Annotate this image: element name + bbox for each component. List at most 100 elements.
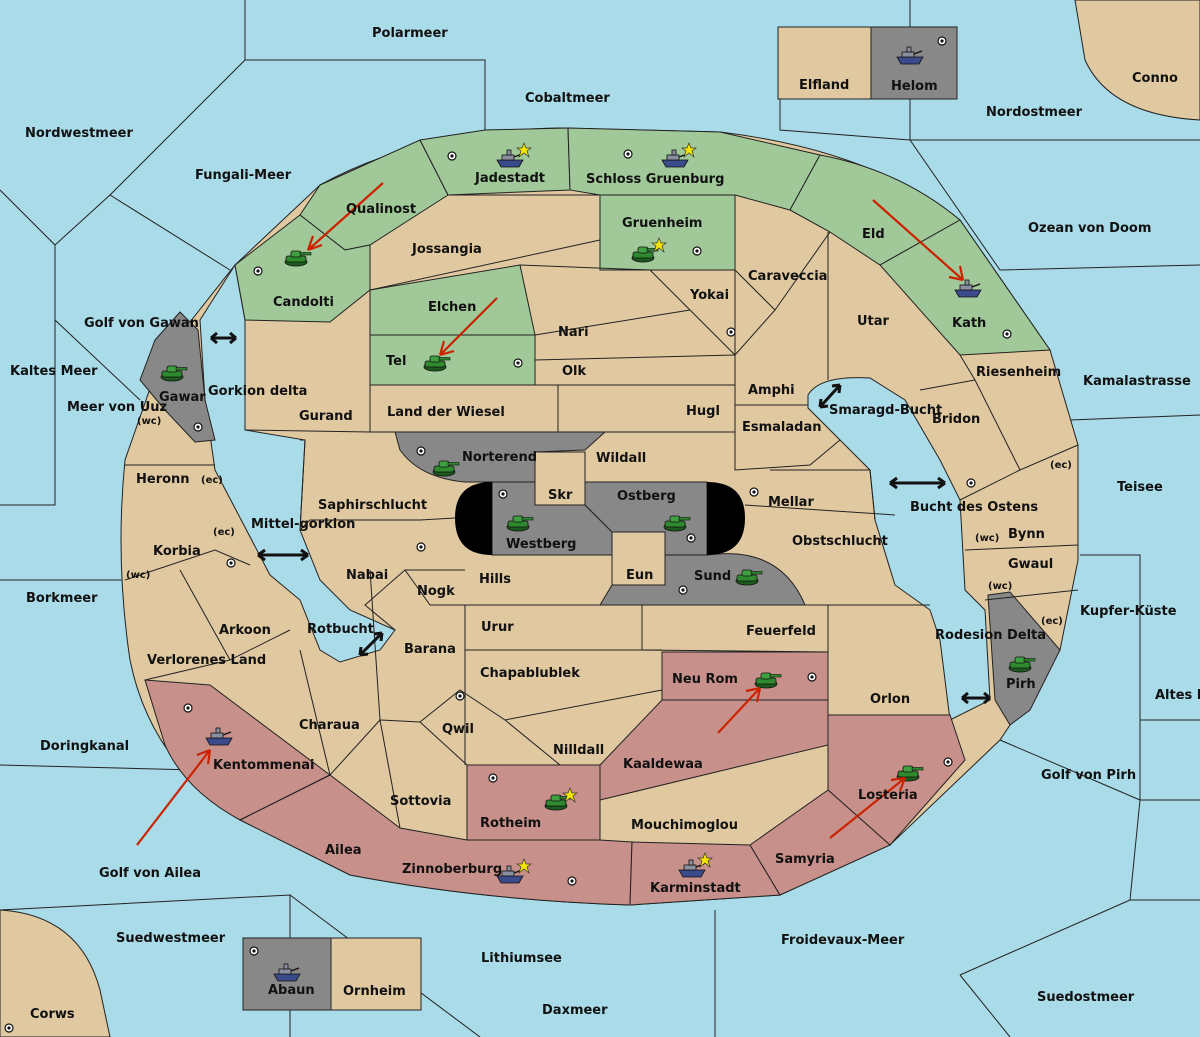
label-mittelgorkion: Mittel-gorkion	[251, 517, 355, 532]
supply-center-icon	[183, 703, 193, 713]
order-arrow	[872, 199, 965, 282]
supply-center-icon	[193, 422, 203, 432]
label-rodesion: Rodesion Delta	[935, 628, 1046, 643]
label-gawar-wc: (wc)	[137, 416, 161, 427]
label-heronn-ec: (ec)	[201, 475, 223, 486]
label-saphir: Saphirschlucht	[318, 498, 427, 513]
label-ostberg: Ostberg	[617, 489, 676, 504]
label-yokai: Yokai	[689, 288, 729, 303]
supply-center-icon	[937, 36, 947, 46]
supply-center-icon	[4, 1023, 14, 1033]
label-bridon: Bridon	[932, 412, 980, 427]
label-meer-uuz: Meer von Uuz	[67, 400, 167, 415]
label-ozean: Ozean von Doom	[1028, 221, 1151, 236]
label-conno: Conno	[1132, 71, 1178, 86]
label-mellar: Mellar	[768, 495, 814, 510]
label-kaltes: Kaltes Meer	[10, 364, 98, 379]
supply-center-icon	[943, 757, 953, 767]
label-riesenheim: Riesenheim	[976, 365, 1061, 380]
label-borkmeer: Borkmeer	[26, 591, 98, 606]
supply-center-icon	[455, 691, 465, 701]
move-orders	[136, 182, 965, 846]
supply-center-icon	[498, 489, 508, 499]
label-kupfer: Kupfer-Küste	[1080, 604, 1177, 619]
label-fungali: Fungali-Meer	[195, 168, 292, 183]
wall-west	[455, 482, 492, 555]
label-caraveccia: Caraveccia	[748, 269, 827, 284]
supply-center-icon	[692, 246, 702, 256]
supply-center-icon	[623, 149, 633, 159]
label-kentommenai: Kentommenai	[213, 758, 314, 773]
label-corws: Corws	[30, 1007, 75, 1022]
label-obst: Obstschlucht	[792, 534, 888, 549]
label-bucht-ostens: Bucht des Ostens	[910, 500, 1038, 515]
label-nabai: Nabai	[346, 568, 388, 583]
land-borders	[124, 194, 1079, 840]
territory-skr[interactable]	[534, 451, 586, 506]
label-gorkion-delta: Gorkion delta	[208, 384, 307, 399]
label-gruenheim: Gruenheim	[622, 216, 702, 231]
label-nari: Nari	[558, 325, 589, 340]
label-golf-gawan-text: Golf von Gawan	[84, 316, 199, 331]
supply-center-icon	[1002, 329, 1012, 339]
label-smaragd: Smaragd-Bucht	[829, 403, 942, 418]
territory-elfland[interactable]	[777, 26, 872, 100]
label-ailea: Ailea	[325, 843, 362, 858]
territory-ornheim[interactable]	[330, 937, 422, 1011]
label-barana: Barana	[404, 642, 456, 657]
label-nilldall: Nilldall	[553, 743, 604, 758]
label-kath: Kath	[952, 316, 986, 331]
label-sund: Sund	[694, 569, 731, 584]
supply-center-icon	[726, 327, 736, 337]
territory-schloss-gruenburg[interactable]	[567, 127, 821, 211]
label-verlorenes: Verlorenes Land	[147, 653, 266, 668]
label-eun: Eun	[626, 568, 653, 583]
supply-center-icon	[447, 151, 457, 161]
supply-center-icon	[253, 266, 263, 276]
label-olk: Olk	[562, 364, 587, 379]
label-gwaul-wc: (wc)	[988, 581, 1012, 592]
label-suedost: Suedostmeer	[1037, 990, 1135, 1005]
label-sottovia: Sottovia	[390, 794, 451, 809]
supply-center-icon	[807, 672, 817, 682]
label-golf-ailea: Golf von Ailea	[99, 866, 201, 881]
label-neurom: Neu Rom	[672, 672, 738, 687]
label-land-wiesel: Land der Wiesel	[387, 405, 505, 420]
label-bynn: Bynn	[1008, 527, 1045, 542]
label-daxmeer: Daxmeer	[542, 1003, 608, 1018]
label-bridon-ec: (ec)	[1050, 460, 1072, 471]
territory-sund[interactable]	[599, 553, 806, 606]
supply-center-icon	[226, 558, 236, 568]
supply-center-icon	[686, 533, 696, 543]
order-arrow	[136, 748, 212, 846]
label-bynn-wc: (wc)	[975, 533, 999, 544]
label-chapa: Chapablublek	[480, 666, 580, 681]
supply-center-icon	[678, 585, 688, 595]
label-korbia-wc: (wc)	[126, 570, 150, 581]
territory-samyria[interactable]	[749, 789, 891, 896]
label-golf-gawan: Golf von Gawan	[84, 316, 199, 331]
label-urur: Urur	[481, 620, 514, 635]
label-abaun: Abaun	[268, 983, 315, 998]
supply-center-icon	[488, 773, 498, 783]
labels: Polarmeer Cobaltmeer Elfland Helom Conno…	[10, 26, 1200, 1022]
label-pirh-ec: (ec)	[1041, 616, 1063, 627]
label-jossangia: Jossangia	[411, 242, 482, 257]
label-qualinost: Qualinost	[346, 202, 416, 217]
label-wildall: Wildall	[596, 451, 646, 466]
territory-eun[interactable]	[611, 531, 666, 586]
supply-center-icon	[416, 542, 426, 552]
label-nordwestmeer: Nordwestmeer	[25, 126, 133, 141]
label-rotheim: Rotheim	[480, 816, 541, 831]
label-cobaltmeer: Cobaltmeer	[525, 91, 610, 106]
label-nogk: Nogk	[417, 584, 455, 599]
label-esmaladan: Esmaladan	[742, 420, 822, 435]
territory-gruenheim[interactable]	[599, 194, 736, 271]
label-zinnoberburg: Zinnoberburg	[402, 862, 502, 877]
territory-zinnoberburg[interactable]	[238, 774, 633, 906]
territory-corws[interactable]	[0, 909, 111, 1037]
sea-bucht-des-ostens	[807, 377, 991, 721]
